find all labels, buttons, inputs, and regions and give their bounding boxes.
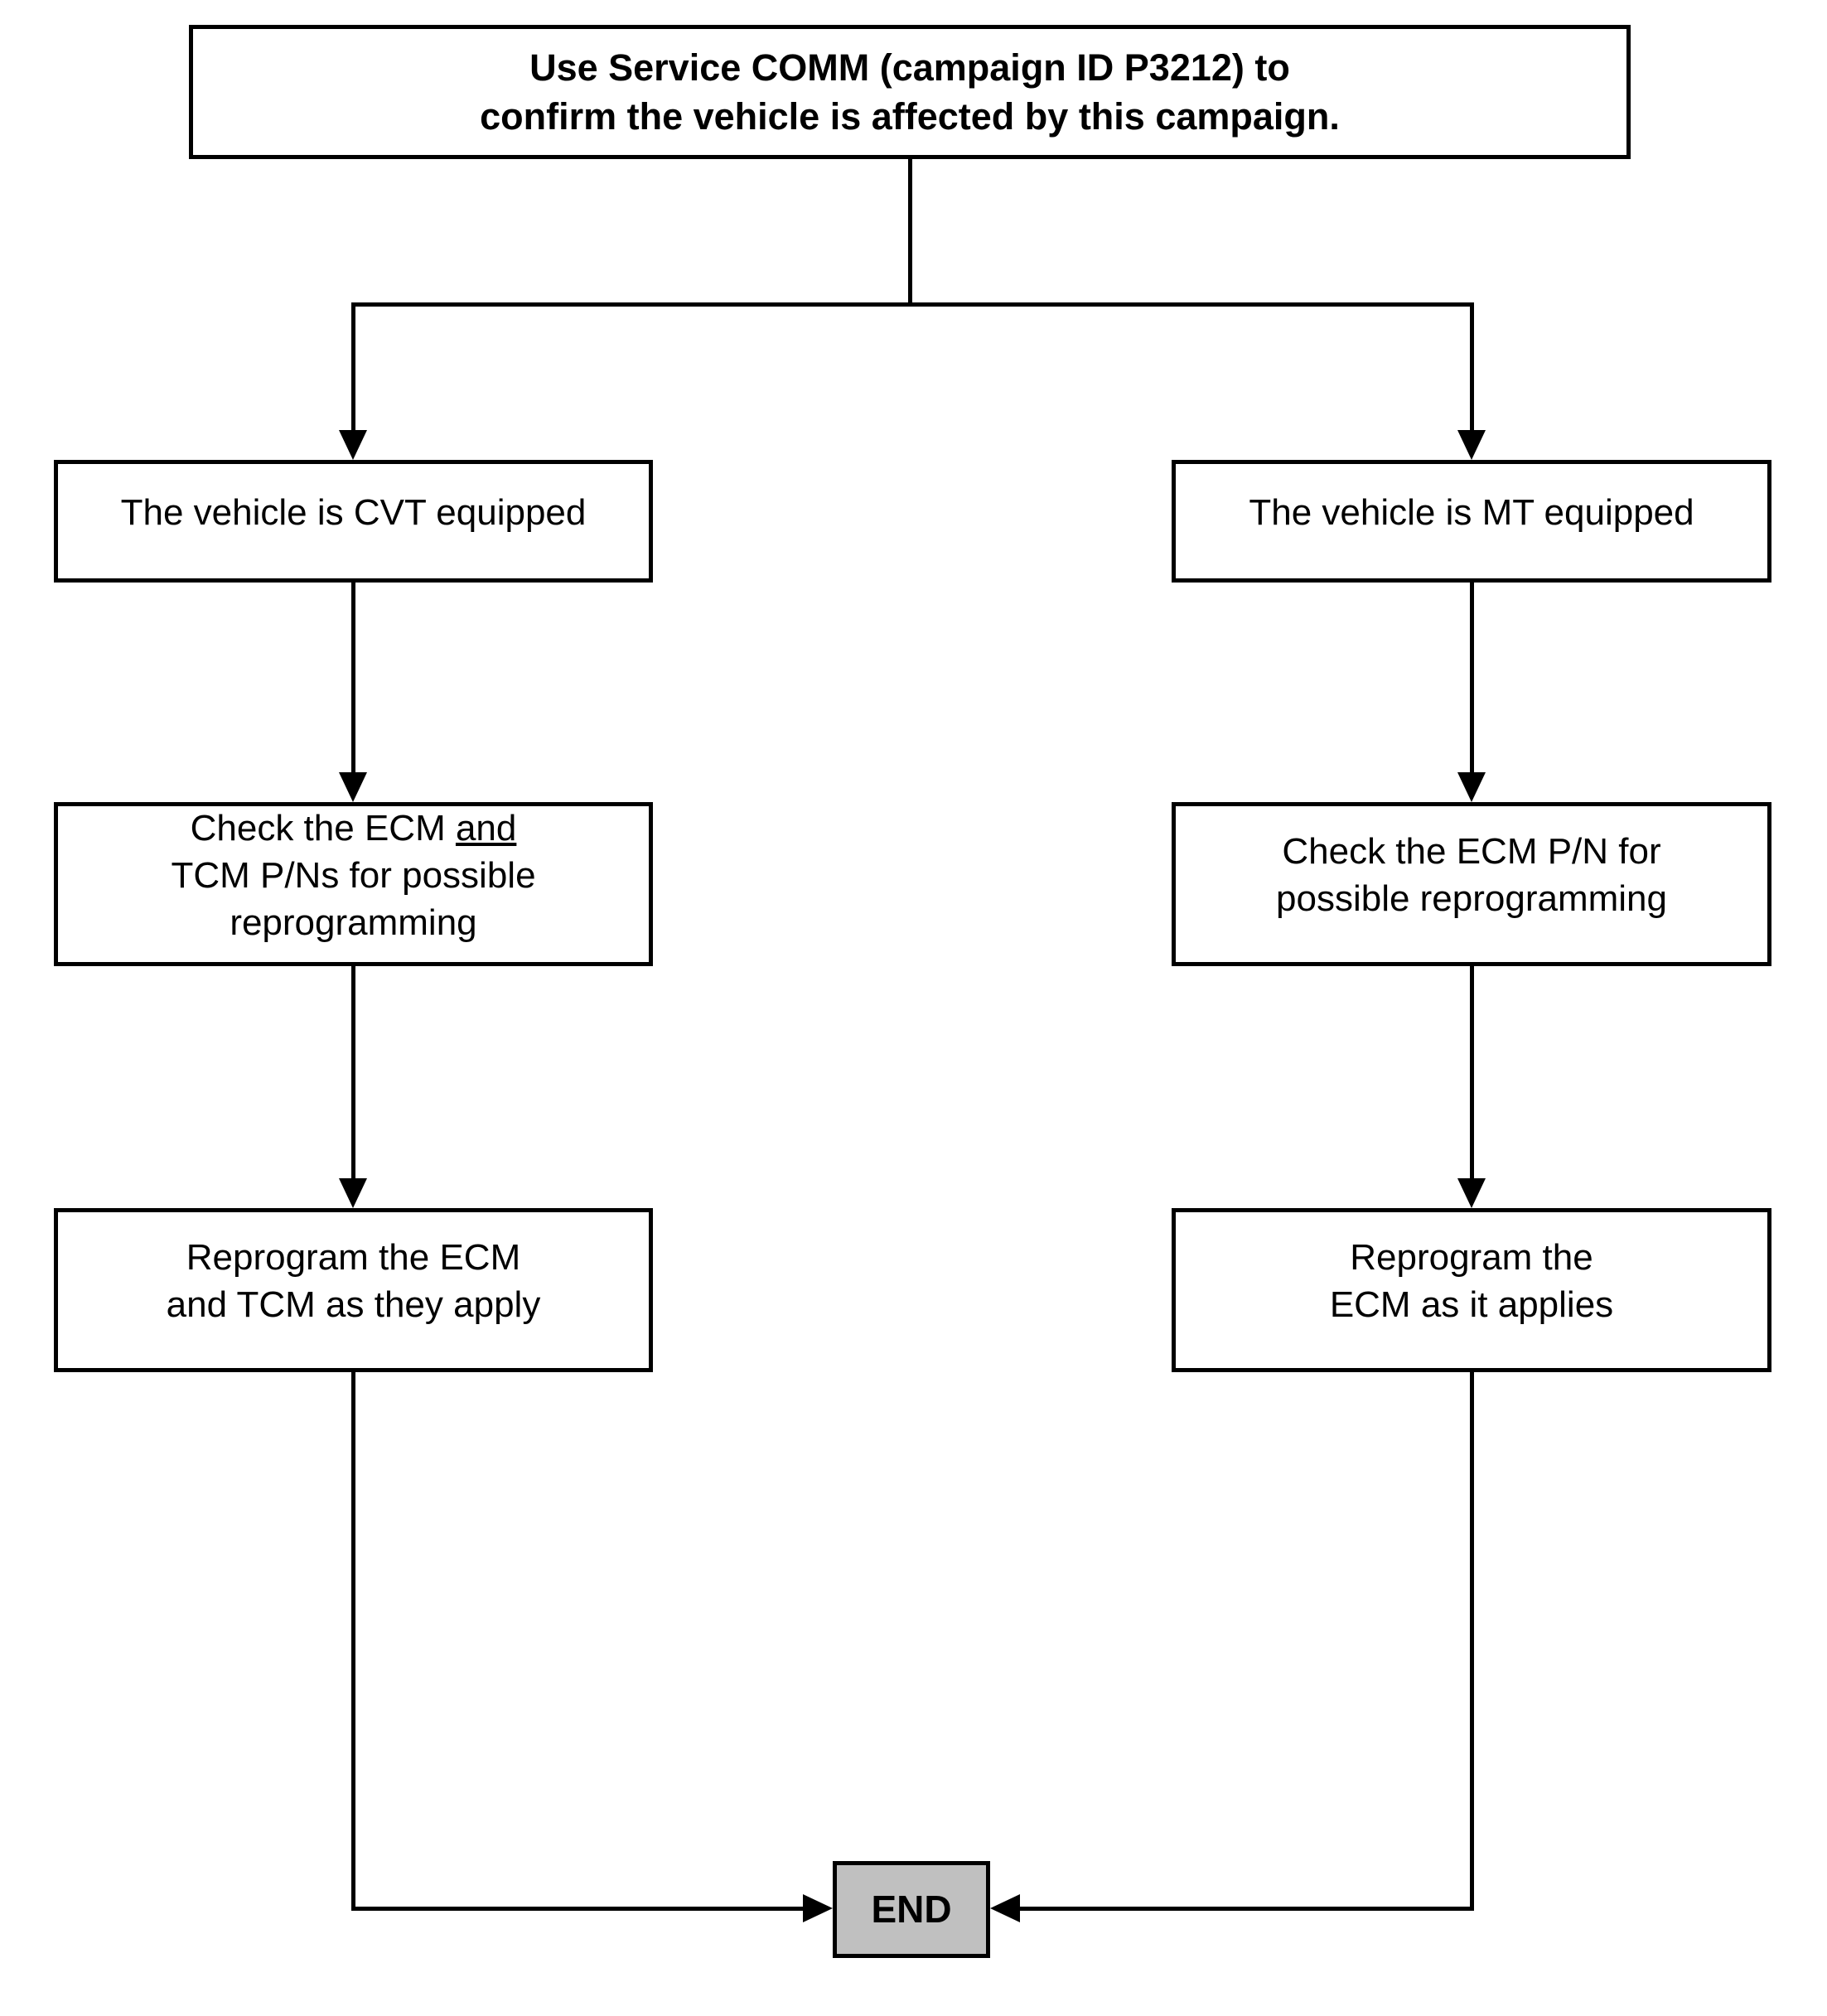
- arrow-down-icon: [1457, 430, 1486, 460]
- check-ecm-tcm-line-1-underlined: and: [455, 807, 517, 848]
- arrow-down-icon: [339, 772, 367, 802]
- connector-cvt-1-2: [351, 580, 355, 776]
- start-node-text: Use Service COMM (campaign ID P3212) to …: [480, 43, 1340, 141]
- mt-equipped-node: The vehicle is MT equipped: [1172, 460, 1771, 583]
- arrow-down-icon: [339, 1178, 367, 1208]
- check-ecm-line-2: possible reprogramming: [1276, 878, 1667, 919]
- reprogram-ecm-line-2: ECM as it applies: [1329, 1284, 1614, 1325]
- check-ecm-text: Check the ECM P/N for possible reprogram…: [1276, 828, 1667, 922]
- check-ecm-tcm-line-3: reprogramming: [230, 902, 477, 943]
- connector-drop-right: [1470, 302, 1474, 433]
- check-ecm-tcm-line-2: TCM P/Ns for possible: [171, 854, 536, 896]
- end-label: END: [871, 1888, 952, 1931]
- reprogram-ecm-tcm-node: Reprogram the ECM and TCM as they apply: [54, 1208, 653, 1372]
- connector-drop-left: [351, 302, 355, 433]
- cvt-equipped-node: The vehicle is CVT equipped: [54, 460, 653, 583]
- arrow-down-icon: [1457, 1178, 1486, 1208]
- start-line-1: Use Service COMM (campaign ID P3212) to: [529, 46, 1290, 89]
- reprogram-ecm-line-1: Reprogram the: [1350, 1237, 1593, 1278]
- check-ecm-tcm-node: Check the ECM and TCM P/Ns for possible …: [54, 802, 653, 966]
- arrow-right-icon: [803, 1894, 833, 1922]
- check-ecm-node: Check the ECM P/N for possible reprogram…: [1172, 802, 1771, 966]
- check-ecm-tcm-text: Check the ECM and TCM P/Ns for possible …: [171, 805, 535, 946]
- connector-cvt-to-end-vertical: [351, 1371, 355, 1911]
- connector-cvt-2-3: [351, 964, 355, 1182]
- connector-mt-to-end-horizontal: [1020, 1907, 1474, 1911]
- reprogram-ecm-tcm-line-1: Reprogram the ECM: [186, 1237, 521, 1278]
- connector-start-stem: [908, 157, 912, 307]
- arrow-left-icon: [990, 1894, 1020, 1922]
- check-ecm-tcm-line-1: Check the ECM and: [171, 805, 535, 852]
- connector-split-horizontal: [351, 302, 1474, 307]
- check-ecm-tcm-line-1-plain: Check the ECM: [190, 807, 456, 848]
- reprogram-ecm-text: Reprogram the ECM as it applies: [1330, 1234, 1613, 1328]
- arrow-down-icon: [339, 430, 367, 460]
- check-ecm-line-1: Check the ECM P/N for: [1282, 831, 1661, 872]
- reprogram-ecm-tcm-text: Reprogram the ECM and TCM as they apply: [167, 1234, 541, 1328]
- connector-mt-1-2: [1470, 580, 1474, 776]
- cvt-equipped-label: The vehicle is CVT equipped: [120, 491, 587, 533]
- connector-mt-2-3: [1470, 964, 1474, 1182]
- start-line-2: confirm the vehicle is affected by this …: [480, 95, 1340, 138]
- end-node: END: [833, 1861, 990, 1958]
- start-node: Use Service COMM (campaign ID P3212) to …: [189, 25, 1631, 159]
- connector-cvt-to-end-horizontal: [351, 1907, 805, 1911]
- reprogram-ecm-node: Reprogram the ECM as it applies: [1172, 1208, 1771, 1372]
- reprogram-ecm-tcm-line-2: and TCM as they apply: [166, 1284, 541, 1325]
- connector-mt-to-end-vertical: [1470, 1371, 1474, 1911]
- arrow-down-icon: [1457, 772, 1486, 802]
- mt-equipped-label: The vehicle is MT equipped: [1249, 491, 1694, 533]
